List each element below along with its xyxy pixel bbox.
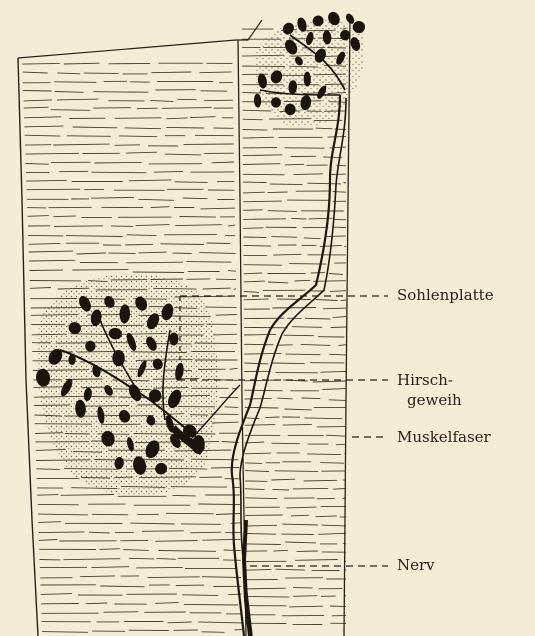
label-muskelfaser: Muskelfaser	[397, 429, 491, 446]
label-nerv: Nerv	[397, 557, 435, 574]
label-hirschgeweih-line1: Hirsch-	[397, 372, 453, 389]
label-hirschgeweih-line2: geweih	[407, 392, 462, 409]
label-sohlenplatte: Sohlenplatte	[397, 287, 494, 304]
